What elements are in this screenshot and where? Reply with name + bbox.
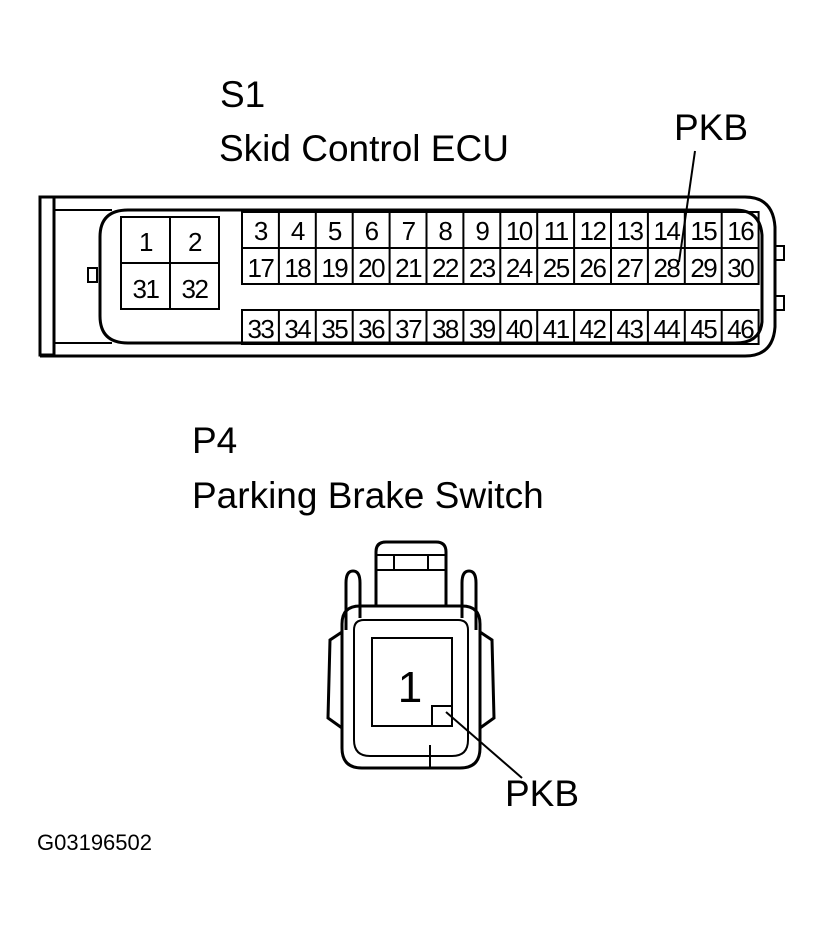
pin-40: 40 bbox=[506, 314, 533, 344]
pin-30: 30 bbox=[727, 253, 754, 283]
pin-26: 26 bbox=[580, 253, 607, 283]
pin-31: 31 bbox=[133, 274, 160, 304]
pin-33: 33 bbox=[247, 314, 274, 344]
s1-pkb-label: PKB bbox=[674, 107, 748, 148]
pin-19: 19 bbox=[321, 253, 348, 283]
pin-17: 17 bbox=[247, 253, 274, 283]
pin-39: 39 bbox=[469, 314, 496, 344]
pin-44: 44 bbox=[653, 314, 680, 344]
s1-connector-name: Skid Control ECU bbox=[219, 128, 509, 169]
pin-25: 25 bbox=[543, 253, 570, 283]
pin-35: 35 bbox=[321, 314, 348, 344]
pin-41: 41 bbox=[543, 314, 570, 344]
p4-connector-name: Parking Brake Switch bbox=[192, 475, 544, 516]
s1-connector-code: S1 bbox=[220, 74, 265, 115]
pin-4: 4 bbox=[291, 216, 305, 246]
s1-pin-grid-bottom: 33 34 35 36 37 38 39 40 41 42 43 44 45 46 bbox=[241, 309, 760, 345]
pin-36: 36 bbox=[358, 314, 385, 344]
pin-24: 24 bbox=[506, 253, 533, 283]
pin-42: 42 bbox=[580, 314, 607, 344]
pin-46: 46 bbox=[727, 314, 754, 344]
pin-28: 28 bbox=[653, 253, 680, 283]
pin-23: 23 bbox=[469, 253, 496, 283]
pin-29: 29 bbox=[690, 253, 717, 283]
pin-2: 2 bbox=[188, 227, 202, 257]
pin-45: 45 bbox=[690, 314, 717, 344]
p4-pkb-leader-line bbox=[445, 711, 523, 779]
p4-pin-1: 1 bbox=[398, 663, 422, 712]
pin-27: 27 bbox=[617, 253, 644, 283]
pin-1: 1 bbox=[139, 227, 153, 257]
pin-5: 5 bbox=[328, 216, 342, 246]
pin-9: 9 bbox=[475, 216, 489, 246]
pin-12: 12 bbox=[580, 216, 607, 246]
p4-pkb-label: PKB bbox=[505, 773, 579, 814]
pin-6: 6 bbox=[365, 216, 379, 246]
pin-37: 37 bbox=[395, 314, 422, 344]
pin-10: 10 bbox=[506, 216, 533, 246]
pin-43: 43 bbox=[617, 314, 644, 344]
s1-pin-block-left: 1 2 31 32 bbox=[120, 216, 220, 310]
pin-32: 32 bbox=[182, 274, 209, 304]
pin-14: 14 bbox=[653, 216, 680, 246]
pin-7: 7 bbox=[402, 216, 416, 246]
pin-15: 15 bbox=[690, 216, 717, 246]
p4-connector-code: P4 bbox=[192, 420, 237, 461]
pin-20: 20 bbox=[358, 253, 385, 283]
pin-18: 18 bbox=[284, 253, 311, 283]
pin-38: 38 bbox=[432, 314, 459, 344]
pin-16: 16 bbox=[727, 216, 754, 246]
figure-id: G03196502 bbox=[37, 830, 152, 855]
p4-connector-body bbox=[326, 540, 496, 770]
pin-11: 11 bbox=[544, 216, 569, 246]
pin-13: 13 bbox=[617, 216, 644, 246]
s1-pkb-leader-line bbox=[678, 150, 696, 263]
pin-8: 8 bbox=[438, 216, 452, 246]
pin-3: 3 bbox=[254, 216, 268, 246]
pin-34: 34 bbox=[284, 314, 311, 344]
pin-22: 22 bbox=[432, 253, 459, 283]
pin-21: 21 bbox=[395, 253, 422, 283]
